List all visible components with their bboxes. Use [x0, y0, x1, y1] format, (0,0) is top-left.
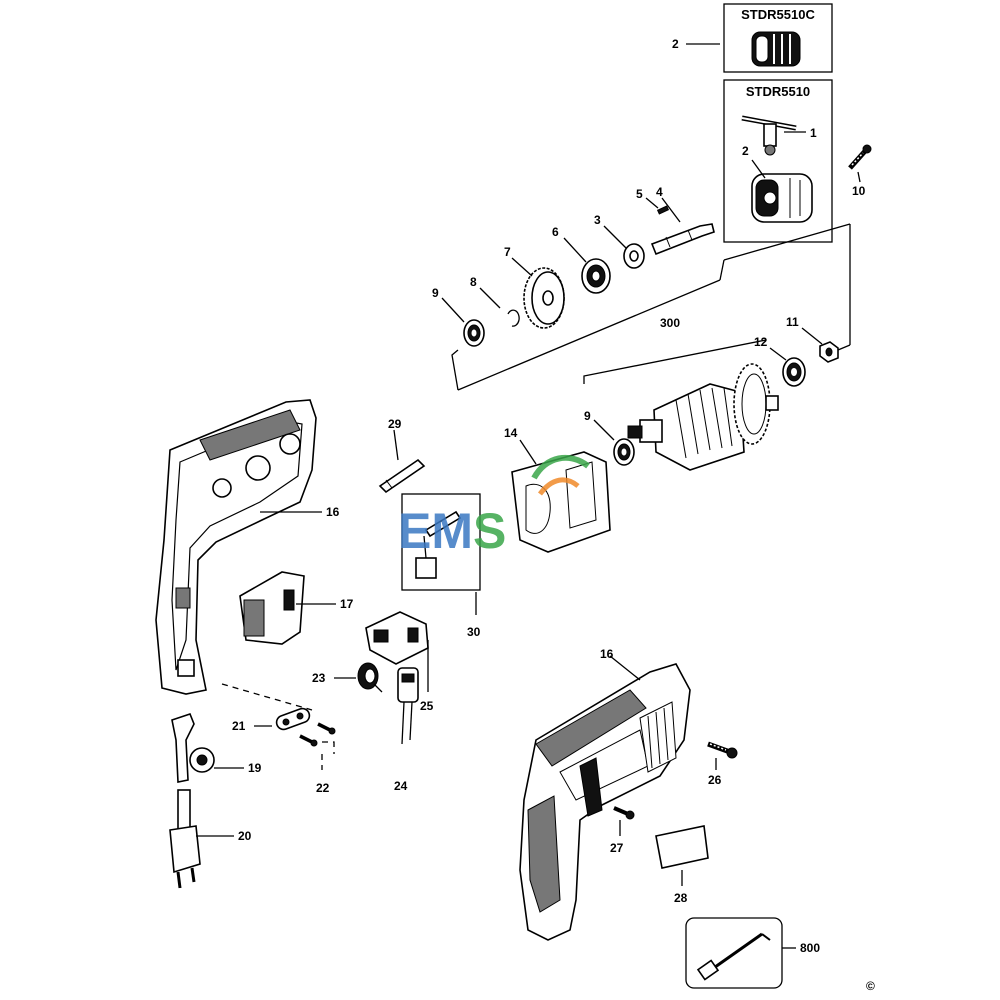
label-27: 27 — [610, 841, 624, 855]
label-7: 7 — [504, 245, 511, 259]
watermark-text: EMS — [398, 503, 506, 559]
armature — [627, 363, 779, 471]
label-21: 21 — [232, 719, 246, 733]
label-20: 20 — [238, 829, 252, 843]
label-12: 12 — [754, 335, 768, 349]
switch-17: 17 — [239, 571, 354, 645]
label-23: 23 — [312, 671, 326, 685]
screws-22: 22 — [299, 722, 336, 795]
chuck-key-icon — [741, 115, 797, 156]
label-8: 8 — [470, 275, 477, 289]
label-24: 24 — [394, 779, 408, 793]
label-800: 800 — [800, 941, 820, 955]
key-5: 5 — [636, 187, 670, 215]
cord-clamp-21: 21 — [232, 707, 311, 733]
screw-26: 26 — [707, 741, 738, 787]
label-300: 300 — [660, 316, 680, 330]
model-label-stdr5510: STDR5510 — [746, 84, 810, 99]
label-26: 26 — [708, 773, 722, 787]
keyed-chuck-icon — [751, 173, 813, 223]
label-3: 3 — [594, 213, 601, 227]
label-22: 22 — [316, 781, 330, 795]
label-9-gearbox: 9 — [432, 286, 439, 300]
label-6: 6 — [552, 225, 559, 239]
label-25: 25 — [420, 699, 434, 713]
housing-half-16: 16 — [155, 399, 340, 695]
assembled-drill-16: 16 — [519, 647, 691, 941]
label-10: 10 — [852, 184, 866, 198]
spindle-4: 4 — [650, 185, 715, 256]
label-2-keyless: 2 — [672, 37, 679, 51]
screw-10: 10 — [848, 144, 872, 198]
bearing-9-armature: 9 — [584, 409, 635, 466]
label-28: 28 — [674, 891, 688, 905]
label-9-armature: 9 — [584, 409, 591, 423]
chuck-key-box: STDR5510 1 2 — [723, 79, 833, 243]
label-16-drill: 16 — [600, 647, 614, 661]
label-29: 29 — [388, 417, 402, 431]
copyright-symbol: © — [866, 979, 875, 993]
ems-watermark: EMS — [398, 455, 590, 559]
label-30: 30 — [467, 625, 481, 639]
label-plate-28: 28 — [655, 825, 709, 905]
label-11: 11 — [786, 315, 799, 329]
chuck-keyless-box: STDR5510C 2 — [672, 3, 833, 73]
field-14: 14 — [504, 426, 611, 553]
label-19: 19 — [248, 761, 262, 775]
label-5: 5 — [636, 187, 643, 201]
cord-protector-19: 19 — [171, 713, 262, 783]
nut-11: 11 — [786, 315, 839, 363]
bearing-9-gearbox: 9 — [432, 286, 485, 347]
label-14: 14 — [504, 426, 518, 440]
reversing-switch-25: 25 — [365, 611, 434, 713]
keyless-chuck-icon — [751, 31, 801, 67]
screw-27: 27 — [610, 806, 635, 855]
brush-29: 29 — [378, 417, 426, 494]
tool-800: 800 — [685, 917, 820, 989]
power-cord-20: 20 — [169, 789, 252, 889]
bearing-12: 12 — [754, 335, 806, 387]
label-4: 4 — [656, 185, 663, 199]
wheel-23: 23 — [312, 662, 383, 693]
label-1: 1 — [810, 126, 817, 140]
capacitor-24: 24 — [394, 667, 419, 793]
label-16-housing: 16 — [326, 505, 340, 519]
washer-3: 3 — [594, 213, 645, 269]
brush-kit-30: 30 — [401, 493, 481, 639]
circlip-8: 8 — [470, 275, 520, 327]
gear-7: 7 — [504, 245, 565, 329]
label-17: 17 — [340, 597, 354, 611]
label-2-keyed: 2 — [742, 144, 749, 158]
model-label-stdr5510c: STDR5510C — [741, 7, 815, 22]
bearing-6: 6 — [552, 225, 611, 294]
